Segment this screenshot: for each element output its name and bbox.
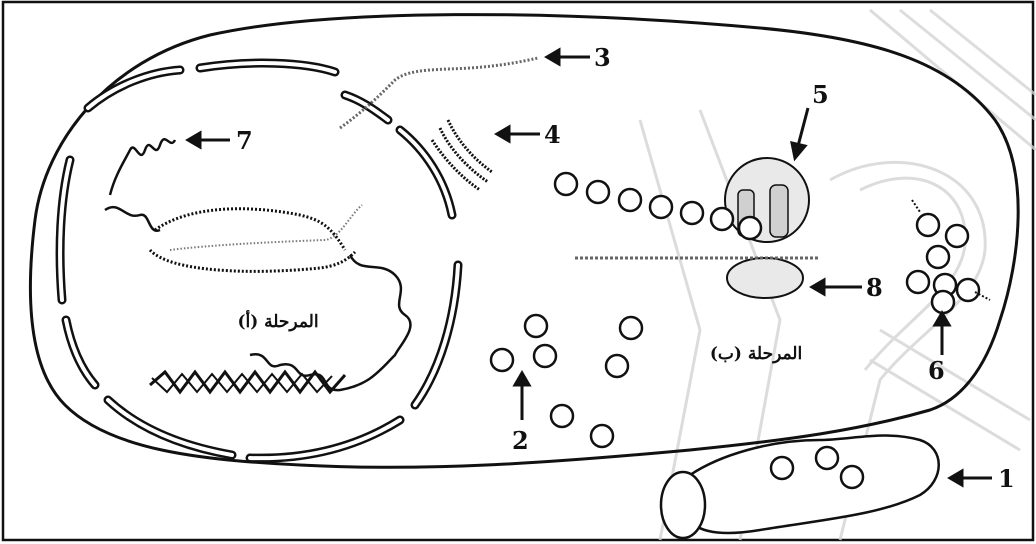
label-2: 2 bbox=[512, 426, 529, 455]
mrna-strand bbox=[340, 58, 538, 128]
dna-open-strand-bottom bbox=[150, 250, 355, 271]
label-3: 3 bbox=[594, 43, 611, 72]
label-1: 1 bbox=[998, 464, 1015, 493]
stage-b-label: المرحلة (ب) bbox=[710, 344, 802, 364]
label-4: 4 bbox=[544, 120, 561, 149]
label-5: 5 bbox=[812, 80, 829, 109]
protein-cluster bbox=[907, 214, 979, 313]
dna-helix-top bbox=[105, 139, 175, 231]
label-8: 8 bbox=[866, 273, 883, 302]
stage-a-label: المرحلة (أ) bbox=[237, 309, 318, 332]
label-7: 7 bbox=[236, 126, 253, 155]
nuclear-envelope-inner bbox=[60, 63, 458, 458]
trna-site-2 bbox=[770, 185, 788, 237]
label-6: 6 bbox=[928, 356, 945, 385]
dna-open-strand-top bbox=[155, 209, 345, 250]
nuclear-envelope bbox=[60, 63, 458, 458]
mrna-in-bubble bbox=[170, 205, 362, 250]
ribosome-small-subunit bbox=[727, 258, 803, 298]
cell-membrane bbox=[30, 15, 1018, 468]
transport-tube bbox=[661, 436, 939, 538]
